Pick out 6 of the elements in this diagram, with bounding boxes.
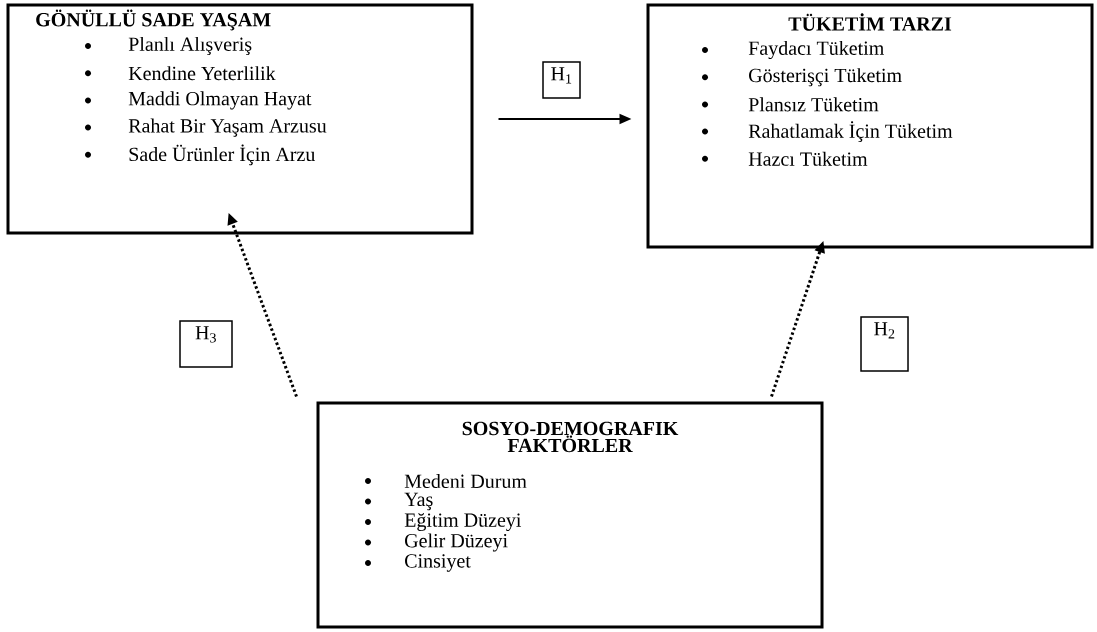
list-box: TÜKETİM TARZI Faydacı Tüketim Gösterişçi Tüketim Plansız Tüketim Rahatlamak İçin Tüketim Hazcı Tüketim [646, 3, 1094, 249]
hypothesis-box: H$_{3}$ [179, 320, 233, 368]
hypothesis-box: H$_{2}$ [860, 316, 909, 372]
list-box: GÖNÜLLÜ SADE YAŞAM Planlı Alışveriş Kendine Yeterlilik Maddi Olmayan Hayat Rahat Bir Yaşam Arzusu Sade Ürünler İçin Arzu [6, 3, 474, 235]
hypothesis-box: H$_{1}$ [542, 61, 581, 99]
list-box: SOSYO-DEMOGRAFIK FAKTÖRLER Medeni Durum Yaş Eğitim Düzeyi Gelir Düzeyi Cinsiyet [316, 401, 824, 629]
